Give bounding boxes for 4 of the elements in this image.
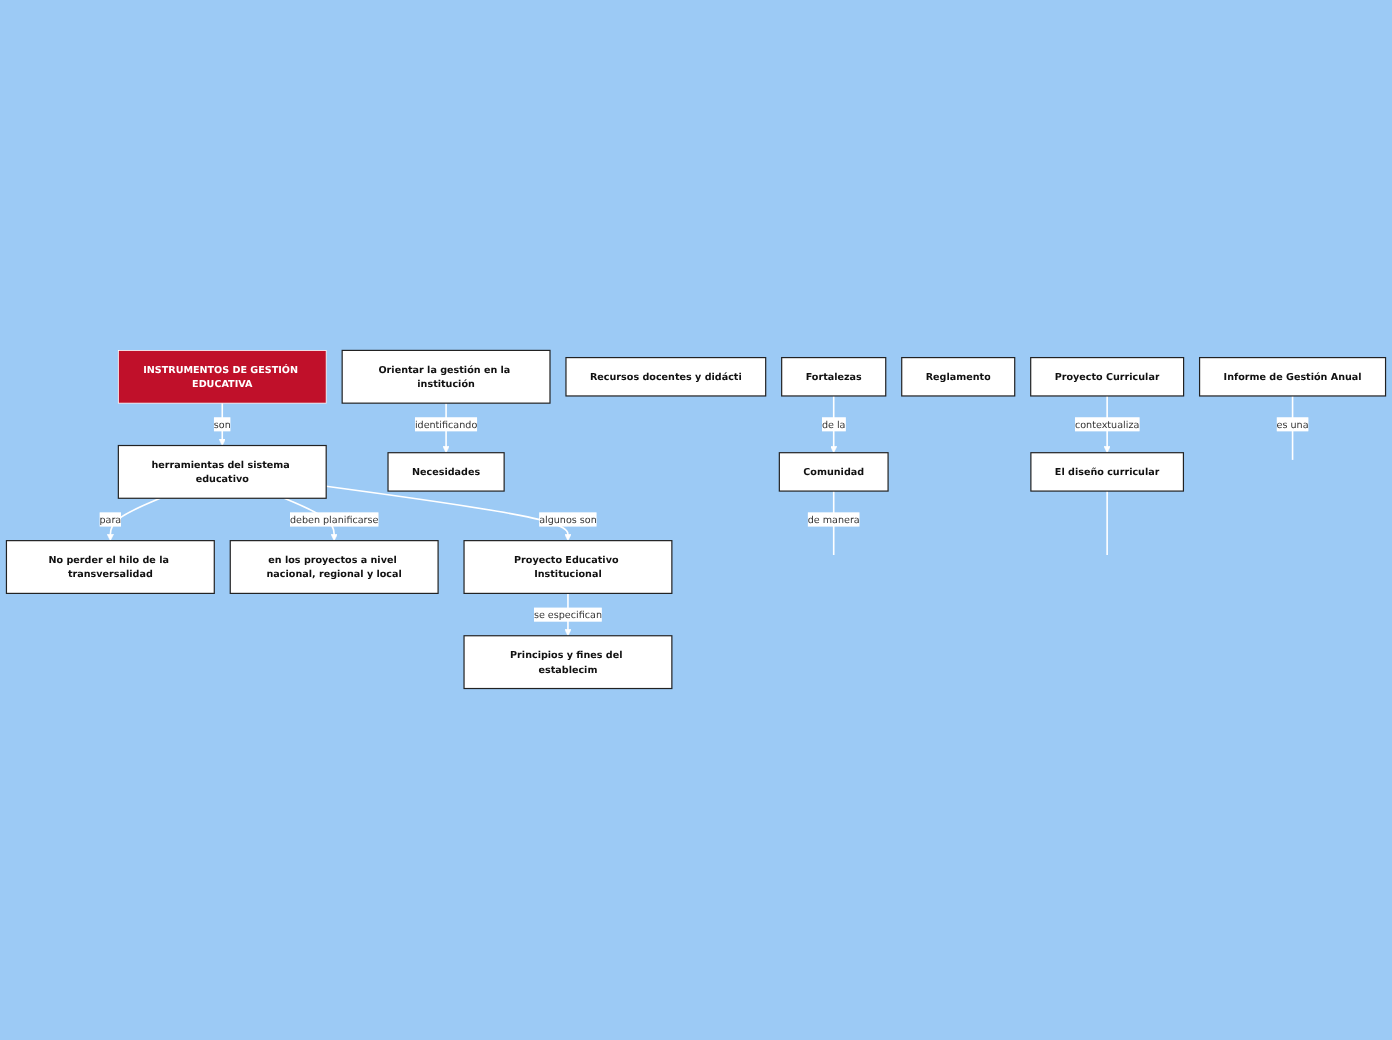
arrow: [325, 485, 572, 542]
arrow: [830, 395, 838, 454]
arrow: [106, 498, 161, 542]
connector: [1106, 490, 1108, 557]
